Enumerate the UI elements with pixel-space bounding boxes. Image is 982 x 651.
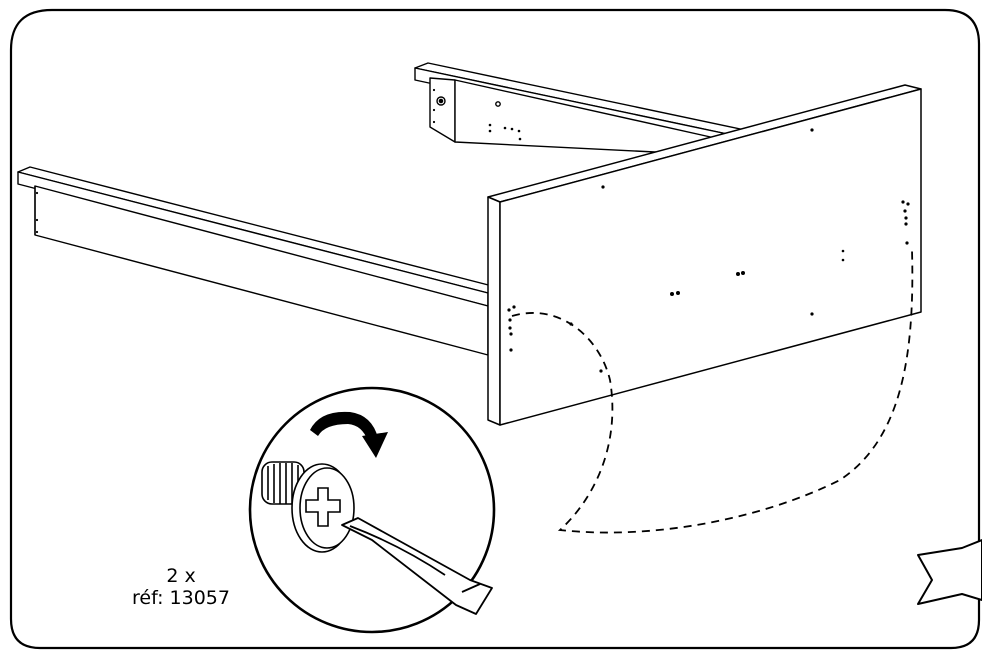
side-panel	[487, 84, 922, 426]
side-panel-holes	[507, 128, 910, 373]
next-step-arrow-icon[interactable]	[917, 539, 982, 605]
page-frame	[9, 8, 981, 650]
part-quantity: 2 x	[166, 565, 196, 587]
clockwise-arrow-icon	[310, 411, 388, 458]
back-rail-holes	[432, 88, 522, 141]
front-rail	[17, 166, 501, 356]
part-reference: réf: 13057	[132, 587, 230, 609]
detail-magnifier	[248, 386, 496, 634]
back-rail	[414, 62, 746, 156]
detail-callout-outline	[511, 249, 914, 534]
front-rail-holes	[35, 191, 39, 234]
screwdriver-icon	[341, 517, 493, 615]
screw-icon	[261, 461, 355, 553]
